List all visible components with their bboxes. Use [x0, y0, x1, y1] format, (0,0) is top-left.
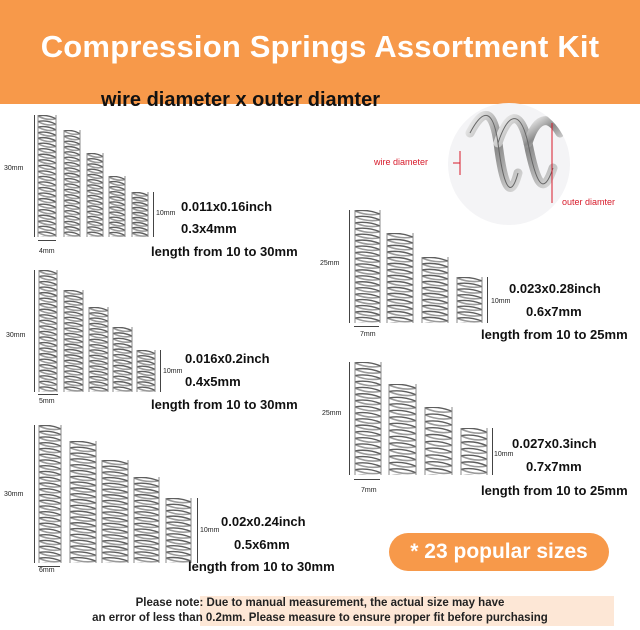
spring [63, 290, 84, 392]
note-line-2: an error of less than 0.2mm. Please meas… [92, 612, 548, 624]
size-imperial: 0.02x0.24inch [221, 514, 306, 529]
spring [112, 327, 133, 392]
height-marker [34, 425, 35, 563]
length-range: length from 10 to 25mm [481, 483, 628, 498]
width-marker [354, 326, 379, 327]
length-range: length from 10 to 30mm [188, 559, 335, 574]
short-height-dimension: 10mm [200, 527, 220, 534]
length-range: length from 10 to 30mm [151, 244, 298, 259]
spring [37, 115, 57, 237]
width-dimension: 7mm [361, 487, 377, 494]
spring [86, 153, 104, 237]
spring [133, 477, 160, 563]
spring [38, 270, 58, 392]
size-imperial: 0.027x0.3inch [512, 436, 597, 451]
short-height-marker [487, 277, 488, 323]
short-height-marker [153, 192, 154, 237]
outer-diameter-callout: outer diamter [562, 197, 616, 207]
height-dimension: 25mm [322, 410, 342, 417]
width-marker [38, 566, 60, 567]
spring-closeup-image [453, 111, 565, 203]
spring [354, 362, 382, 475]
size-imperial: 0.023x0.28inch [509, 281, 601, 296]
size-metric: 0.7x7mm [526, 459, 582, 474]
spring [88, 307, 109, 392]
height-marker [34, 115, 35, 237]
size-metric: 0.4x5mm [185, 374, 241, 389]
size-metric: 0.6x7mm [526, 304, 582, 319]
width-marker [38, 240, 56, 241]
width-dimension: 4mm [39, 248, 55, 255]
spring [108, 176, 126, 237]
length-range: length from 10 to 25mm [481, 327, 628, 342]
spring [354, 210, 381, 323]
height-marker [34, 270, 35, 392]
spring [131, 192, 149, 237]
short-height-dimension: 10mm [156, 210, 176, 217]
spring [421, 257, 449, 323]
short-height-dimension: 10mm [494, 451, 514, 458]
note-line-1: Please note: Due to manual measurement, … [135, 597, 505, 609]
short-height-marker [197, 498, 198, 563]
page-title: Compression Springs Assortment Kit [40, 29, 600, 64]
short-height-marker [492, 428, 493, 475]
width-dimension: 5mm [39, 398, 55, 405]
height-marker [349, 210, 350, 323]
size-metric: 0.5x6mm [234, 537, 290, 552]
spring [386, 233, 414, 323]
short-height-dimension: 10mm [163, 368, 183, 375]
height-dimension: 25mm [320, 260, 340, 267]
height-marker [349, 362, 350, 475]
sizes-badge: * 23 popular sizes [389, 533, 609, 571]
short-height-dimension: 10mm [491, 298, 511, 305]
subtitle: wire diameter x outer diamter [101, 89, 380, 111]
spring [101, 460, 129, 563]
width-dimension: 7mm [360, 331, 376, 338]
spring [69, 441, 97, 563]
short-height-marker [160, 350, 161, 392]
spring [38, 425, 62, 563]
height-dimension: 30mm [4, 165, 24, 172]
height-dimension: 30mm [6, 332, 26, 339]
spring [460, 428, 488, 475]
size-imperial: 0.011x0.16inch [181, 199, 273, 214]
spring [63, 130, 81, 237]
spring [424, 407, 453, 475]
height-dimension: 30mm [4, 491, 24, 498]
width-dimension: 6mm [39, 567, 55, 574]
wire-diameter-callout: wire diameter [374, 157, 429, 167]
size-imperial: 0.016x0.2inch [185, 351, 270, 366]
spring [165, 498, 192, 563]
width-marker [354, 479, 380, 480]
spring-closeup-diagram [448, 103, 570, 225]
spring [456, 277, 483, 323]
length-range: length from 10 to 30mm [151, 397, 298, 412]
note-highlight [200, 596, 614, 626]
title-banner: Compression Springs Assortment Kit [0, 0, 640, 104]
spring [136, 350, 156, 392]
width-marker [38, 394, 58, 395]
size-metric: 0.3x4mm [181, 221, 237, 236]
spring [388, 384, 417, 475]
